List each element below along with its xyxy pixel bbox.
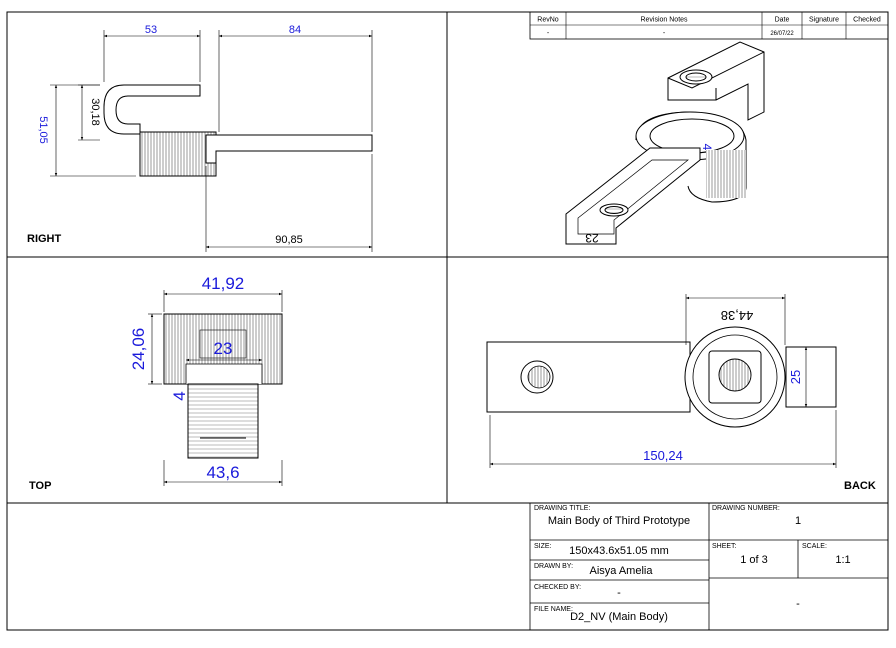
dim-top-head-height: 24,06 <box>129 328 148 371</box>
checked-by-label: CHECKED BY: <box>534 584 581 591</box>
back-view: 44,38 25 150,24 BACK <box>486 294 876 492</box>
extra-value: - <box>796 598 800 610</box>
dim-right-arm-width: 84 <box>289 24 301 36</box>
checked-by-value: - <box>617 587 621 599</box>
rev-header-revno: RevNo <box>537 17 559 24</box>
dim-right-overall-height: 51,05 <box>37 116 49 144</box>
sheet-label: SHEET: <box>712 543 737 550</box>
dim-back-overall-length: 150,24 <box>643 448 683 463</box>
view-label-right: RIGHT <box>27 233 62 245</box>
drawing-number: 1 <box>795 515 801 527</box>
size-label: SIZE: <box>534 543 552 550</box>
rev-row-notes: - <box>663 30 666 37</box>
dim-top-head-width: 41,92 <box>202 274 245 293</box>
revision-table: RevNo Revision Notes Date Signature Chec… <box>529 11 889 40</box>
scale-value: 1:1 <box>835 554 850 566</box>
dim-top-slot-width: 23 <box>214 339 233 358</box>
sheet-value: 1 of 3 <box>740 554 768 566</box>
rev-header-signature: Signature <box>809 17 839 24</box>
rev-row-revno: - <box>547 30 550 37</box>
rev-header-date: Date <box>775 17 790 24</box>
drawing-title: Main Body of Third Prototype <box>548 515 690 527</box>
dim-back-ring-dia: 44,38 <box>721 308 754 323</box>
scale-label: SCALE: <box>802 543 827 550</box>
dim-iso-wall-thickness: 4 <box>700 144 714 151</box>
view-label-back: BACK <box>844 480 876 492</box>
dim-right-top-width: 53 <box>145 24 157 36</box>
drawn-by-value: Aisya Amelia <box>590 565 654 577</box>
top-view: 41,92 24,06 23 4 43,6 TOP <box>29 274 283 492</box>
size-value: 150x43.6x51.05 mm <box>569 545 669 557</box>
dim-right-base-width: 90,85 <box>275 234 303 246</box>
dim-top-bottom-width: 43,6 <box>206 463 239 482</box>
drawing-number-label: DRAWING NUMBER: <box>712 505 780 512</box>
rev-header-notes: Revision Notes <box>640 17 688 24</box>
dim-back-square: 25 <box>788 370 803 384</box>
file-name-value: D2_NV (Main Body) <box>570 611 668 623</box>
rev-row-date: 26/07/22 <box>770 31 794 37</box>
file-name-label: FILE NAME: <box>534 606 573 613</box>
title-label: DRAWING TITLE: <box>534 505 590 512</box>
dim-top-wall: 4 <box>170 391 189 400</box>
right-view: 53 84 51,05 30,18 90,85 RIGHT <box>27 24 373 252</box>
dim-iso-slot-width: 23 <box>585 231 599 245</box>
rev-header-checked: Checked <box>853 17 881 24</box>
view-label-top: TOP <box>29 480 51 492</box>
dim-right-hook-height: 30,18 <box>89 98 101 126</box>
isometric-view <box>565 41 765 245</box>
drawn-by-label: DRAWN BY: <box>534 563 573 570</box>
title-block: DRAWING TITLE: DRAWING NUMBER: SIZE: SHE… <box>529 503 888 630</box>
